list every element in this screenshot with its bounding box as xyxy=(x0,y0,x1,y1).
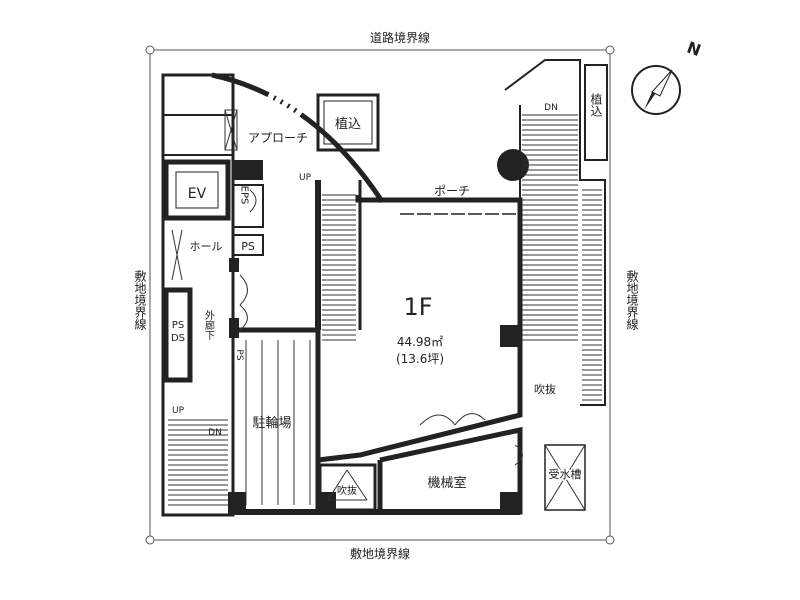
boundary-right-label: 敷地境界線 xyxy=(625,269,639,330)
center-staircase xyxy=(322,194,356,341)
boundary-left-label: 敷地境界線 xyxy=(133,269,147,330)
hall-label: ホール xyxy=(190,240,223,253)
ev-label: EV xyxy=(188,186,207,202)
floor-label: 1F xyxy=(403,293,432,321)
stairs-up-center-label: UP xyxy=(299,173,312,183)
void-bottom-label: 吹抜 xyxy=(337,484,357,497)
site-boundary xyxy=(149,49,611,541)
planting-right-label: 植込 xyxy=(589,92,603,117)
stairs-dn-right-label: DN xyxy=(544,103,558,113)
compass-icon: N xyxy=(631,38,703,115)
boundary-corner xyxy=(605,45,615,55)
porch-column xyxy=(497,149,529,181)
boundary-corner xyxy=(145,535,155,545)
eps-label: EPS xyxy=(239,186,250,205)
stairs-dn-left-label: DN xyxy=(208,428,222,438)
left-staircase xyxy=(168,419,228,506)
right-staircase xyxy=(522,114,602,401)
bicycle-parking-label: 駐輪場 xyxy=(252,415,291,431)
approach-label: アプローチ xyxy=(248,131,308,145)
porch-label: ポーチ xyxy=(434,184,470,198)
area-tsubo-label: (13.6坪) xyxy=(396,352,444,366)
left-doors xyxy=(171,109,238,281)
outer-corridor-label: 外廊下 xyxy=(203,310,215,341)
water-tank-label: 受水槽 xyxy=(549,468,582,481)
boundary-corner xyxy=(145,45,155,55)
boundary-corner xyxy=(605,535,615,545)
planting-top-label: 植込 xyxy=(335,117,361,132)
stairs-up-left-label: UP xyxy=(172,406,185,416)
ps-label: PS xyxy=(241,240,255,253)
entrance-doors xyxy=(239,189,523,466)
ps-small-label: PS xyxy=(234,349,244,360)
boundary-bottom-label: 敷地境界線 xyxy=(350,546,410,561)
approach-curved-wall xyxy=(211,72,408,242)
building-walls xyxy=(161,59,608,517)
compass-north-label: N xyxy=(684,38,703,60)
void-right-label: 吹抜 xyxy=(534,382,556,396)
boundary-top-label: 道路境界線 xyxy=(370,30,430,45)
area-label: 44.98㎡ xyxy=(397,335,443,349)
machine-room-label: 機械室 xyxy=(427,475,466,491)
